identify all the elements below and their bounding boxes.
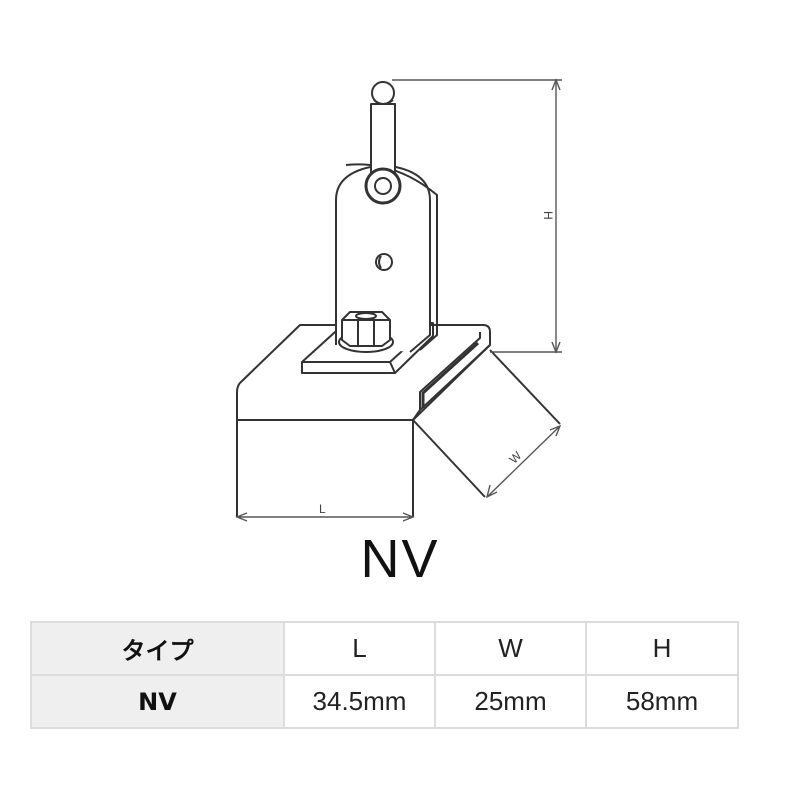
dimension-label-h: H bbox=[541, 211, 555, 220]
header-type: タイプ bbox=[30, 621, 285, 676]
value-l: 34.5mm bbox=[283, 674, 436, 729]
spec-table: タイプ L W H NV 34.5mm 25mm 58mm bbox=[30, 621, 739, 729]
bracket-technical-drawing: H L W bbox=[235, 78, 562, 522]
dimension-label-l: L bbox=[319, 502, 326, 516]
row-type: NV bbox=[30, 674, 285, 729]
header-l: L bbox=[283, 621, 436, 676]
table-header-row: タイプ L W H bbox=[30, 621, 739, 676]
product-title: NV bbox=[360, 529, 440, 589]
value-w: 25mm bbox=[434, 674, 587, 729]
value-h: 58mm bbox=[585, 674, 739, 729]
header-h: H bbox=[585, 621, 739, 676]
eye-bolt bbox=[364, 81, 402, 205]
header-w: W bbox=[434, 621, 587, 676]
table-row: NV 34.5mm 25mm 58mm bbox=[30, 674, 739, 729]
hex-nut bbox=[338, 311, 394, 353]
